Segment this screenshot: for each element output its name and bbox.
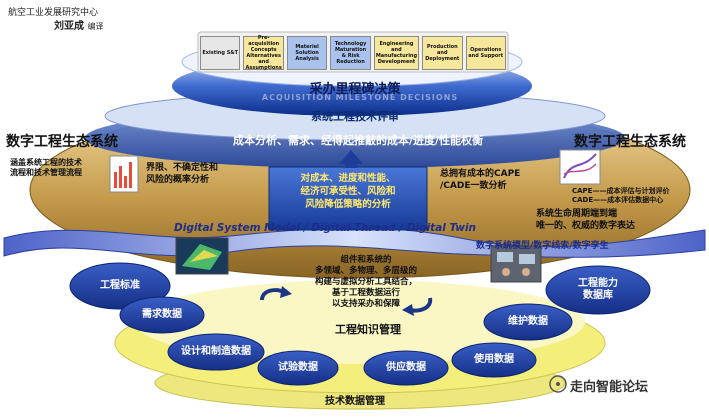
stage-box: Existing S&T bbox=[200, 36, 241, 70]
credit-author-line: 刘亚成 编译 bbox=[54, 20, 103, 34]
oval-test-shape bbox=[257, 350, 339, 386]
oval-requirements-shape bbox=[119, 296, 205, 334]
faint-banner: ACQUISITION MILESTONE DECISIONS bbox=[261, 93, 459, 102]
digital-twin: Digital Twin bbox=[406, 222, 477, 234]
scatter-chart-icon bbox=[559, 149, 601, 185]
center-lower-text: 组件和系统的 多领域、多物理、多层级的 构建与虚拟分析工具结合， 基于工程数据运… bbox=[314, 255, 417, 309]
stage-box: Technology Maturation & Risk Reduction bbox=[330, 36, 371, 70]
tech-review-label: 系统工程技术评审 bbox=[311, 110, 399, 123]
stage-box: Operations and Support bbox=[465, 36, 506, 70]
cycle-left-arrowhead-icon bbox=[280, 286, 292, 298]
engineers-photo-icon bbox=[490, 245, 542, 283]
stage-label: Materiel Solution Analysis bbox=[295, 44, 319, 62]
stage-label: Engineering and Manufacturing Developmen… bbox=[375, 41, 418, 65]
up-arrow-icon bbox=[339, 150, 363, 168]
oval-standards: 工程标准 bbox=[100, 280, 140, 291]
oval-design: 设计和制造数据 bbox=[181, 346, 251, 357]
stage-box: Engineering and Manufacturing Developmen… bbox=[373, 36, 420, 70]
digital-system-model: Digital System Model bbox=[174, 222, 301, 234]
left-risk-text: 界限、不确定性和 风险的概率分析 bbox=[146, 163, 219, 185]
stage-label: Production and Deployment bbox=[425, 44, 460, 62]
oval-standards-shape bbox=[69, 262, 171, 310]
credit-author: 刘亚成 bbox=[54, 21, 84, 32]
digital-thread: Digital Thread bbox=[311, 222, 396, 234]
stage-label: Technology Maturation & Risk Reduction bbox=[334, 41, 367, 65]
chart-icon bbox=[109, 155, 139, 193]
oval-maintenance-shape bbox=[483, 303, 573, 341]
oval-supply-shape bbox=[363, 350, 449, 386]
stage-label: Operations and Support bbox=[468, 47, 504, 59]
oval-capability-shape bbox=[545, 265, 651, 315]
left-tech-text: 涵盖系统工程的技术 流程和技术管理流程 bbox=[10, 158, 82, 177]
cad-screenshot-icon bbox=[175, 237, 229, 275]
stage-label: Pre-acquisition Concepts Alternatives an… bbox=[245, 35, 282, 71]
credit-org: 航空工业发展研究中心 bbox=[8, 8, 99, 18]
oval-usage-shape bbox=[451, 342, 537, 378]
oval-test: 试验数据 bbox=[278, 362, 318, 373]
right-cape-text: 总拥有成本的CAPE /CADE一致分析 bbox=[440, 169, 521, 191]
oval-requirements: 需求数据 bbox=[142, 309, 182, 320]
cycle-right-arrowhead-icon bbox=[402, 304, 414, 316]
ecosystem-left-label: 数字工程生态系统 bbox=[6, 134, 118, 150]
ecosystem-right-label: 数字工程生态系统 bbox=[574, 134, 686, 150]
oval-usage: 使用数据 bbox=[474, 354, 514, 365]
watermark: 走向智能论坛 bbox=[570, 380, 649, 395]
tech-data-label: 技术数据管理 bbox=[325, 396, 385, 407]
lifecycle-text: 系统生命周期端到端 唯一的、权威的数字表达 bbox=[536, 209, 636, 231]
stage-box: Materiel Solution Analysis bbox=[286, 36, 328, 70]
analysis-box bbox=[268, 166, 428, 231]
stage-box: Production and Deployment bbox=[422, 36, 463, 70]
cape-legend: CAPE——成本评估与计划评价 CADE——成本评估数据中心 bbox=[572, 187, 670, 204]
analysis-box-text: 对成本、进度和性能、 经济可承受性、风险和 风险降低策略的分析 bbox=[300, 173, 396, 210]
knowledge-label: 工程知识管理 bbox=[335, 323, 401, 336]
wechat-icon bbox=[549, 375, 567, 393]
stage-row: Existing S&T Pre-acquisition Concepts Alt… bbox=[200, 35, 506, 71]
oval-design-shape bbox=[167, 333, 265, 371]
credit-block: 航空工业发展研究中心 刘亚成 编译 bbox=[8, 6, 103, 34]
oval-capability: 工程能力 数据库 bbox=[578, 278, 618, 301]
digital-banner: Digital System Model / Digital Thread / … bbox=[174, 222, 477, 234]
stage-label: Existing S&T bbox=[202, 50, 239, 56]
stage-box: Pre-acquisition Concepts Alternatives an… bbox=[243, 35, 284, 71]
digital-banner-cn: 数字系统模型/数字线索/数字孪生 bbox=[476, 241, 609, 251]
oval-maintenance: 维护数据 bbox=[508, 316, 548, 327]
oval-supply: 供应数据 bbox=[386, 362, 426, 373]
tradeoff-label: 成本分析、需求、经得起推敲的成本/进度/性能权衡 bbox=[232, 134, 484, 147]
wechat-icon-dot bbox=[556, 382, 560, 386]
milestone-banner: 采办里程碑决策 bbox=[309, 82, 401, 97]
credit-role: 编译 bbox=[87, 22, 104, 31]
